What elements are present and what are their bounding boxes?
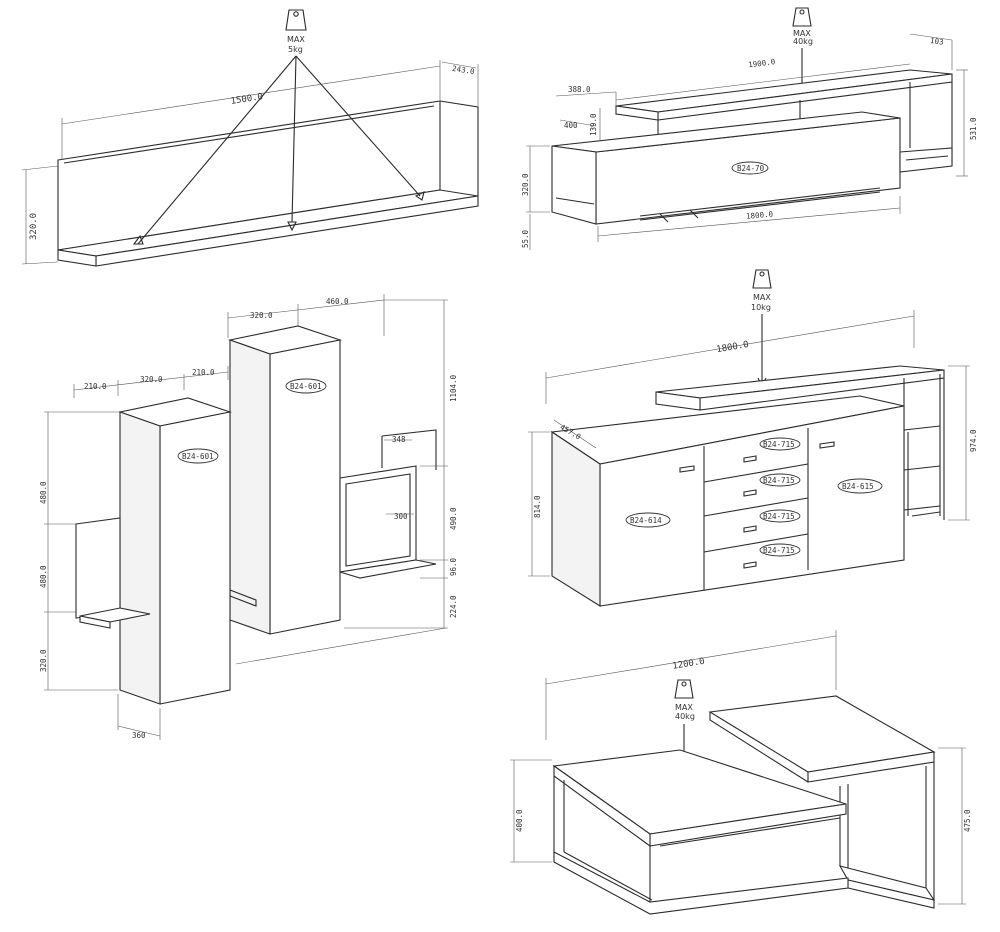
- coffee-table-height-left-dimension: 400.0: [515, 809, 524, 832]
- right-unit-base-height: 96.0: [449, 557, 458, 576]
- left-unit-width-right: 210.0: [192, 368, 215, 377]
- right-unit-width-center: 320.0: [250, 311, 273, 320]
- weight-max-label: MAX: [287, 35, 305, 44]
- weight-icon: [285, 9, 307, 31]
- right-unit-width-right: 460.0: [326, 297, 349, 306]
- left-unit-width-left: 210.0: [84, 382, 107, 391]
- shelf-depth-dimension: 243.0: [451, 64, 475, 76]
- left-unit-part-code: B24-601: [182, 452, 214, 461]
- left-unit-height-top: 480.0: [39, 481, 48, 504]
- coffee-table-drawing: MAX 40kg 1200.0 400.0: [510, 630, 972, 915]
- coffee-table-width-dimension: 1200.0: [672, 657, 706, 672]
- weight-icon: [752, 269, 772, 289]
- weight-value-label: 40kg: [793, 37, 813, 46]
- sideboard-drawing: MAX 10kg: [528, 269, 978, 607]
- right-unit-foot-height: 224.0: [449, 595, 458, 618]
- tv-stand-top-width-dimension: 1900.0: [748, 57, 776, 69]
- coffee-table-height-right-dimension: 475.0: [963, 809, 972, 832]
- tv-stand-leg-height-dimension: 55.0: [521, 229, 530, 248]
- weight-icon: [674, 679, 694, 699]
- right-unit-box-depth: 300: [394, 512, 408, 521]
- sideboard-total-height-dimension: 974.0: [969, 429, 978, 452]
- sideboard-height-dimension: 814.0: [533, 495, 542, 518]
- tv-stand-upper-offset-dimension: 388.0: [568, 85, 591, 94]
- weight-value-label: 5kg: [288, 45, 303, 54]
- weight-icon: [792, 7, 812, 27]
- left-unit-height-mid: 480.0: [39, 565, 48, 588]
- tv-stand-body-width-dimension: 1800.0: [746, 209, 774, 220]
- tv-stand-drawing: MAX 40kg B24-70 1900.0: [521, 7, 978, 250]
- sideboard-width-dimension: 1800.0: [716, 340, 750, 355]
- shelf-width-dimension: 1500.0: [230, 92, 264, 107]
- sideboard-door-right-code: B24-615: [842, 482, 874, 491]
- right-unit-part-code: B24-601: [290, 382, 322, 391]
- tv-stand-total-height-dimension: 531.0: [969, 117, 978, 140]
- tv-stand-part-code: B24-70: [737, 164, 765, 173]
- wall-shelf-drawing: MAX 5kg 1500.0 243.0 320.0: [21, 9, 479, 267]
- tv-stand-left-depth-dimension: 400: [564, 121, 578, 130]
- sideboard-drawer-code-1: B24-715: [763, 440, 795, 449]
- left-unit-height-bot: 320.0: [39, 649, 48, 672]
- weight-value-label: 40kg: [675, 712, 695, 721]
- left-unit-width-center: 320.0: [140, 375, 163, 384]
- right-unit-box-height: 490.0: [449, 507, 458, 530]
- right-unit-total-height: 1104.0: [449, 374, 458, 402]
- wall-units-drawing: B24-601 B24-601 210.0 320.0 210.0 480.: [39, 294, 458, 740]
- weight-value-label: 10kg: [751, 303, 771, 312]
- shelf-height-dimension: 320.0: [29, 213, 39, 240]
- right-unit-shelf-depth: 348: [392, 435, 406, 444]
- sideboard-door-left-code: B24-614: [630, 516, 662, 525]
- tv-stand-top-depth-dimension: 103: [930, 36, 945, 47]
- tv-stand-body-height-dimension: 320.0: [521, 173, 530, 196]
- sideboard-drawer-code-4: B24-715: [763, 546, 795, 555]
- left-unit-depth: 360: [132, 731, 146, 740]
- weight-max-label: MAX: [675, 703, 693, 712]
- tv-stand-upper-height-dimension: 139.0: [589, 113, 598, 136]
- sideboard-drawer-code-3: B24-715: [763, 512, 795, 521]
- sideboard-drawer-code-2: B24-715: [763, 476, 795, 485]
- weight-max-label: MAX: [793, 29, 811, 38]
- weight-max-label: MAX: [753, 293, 771, 302]
